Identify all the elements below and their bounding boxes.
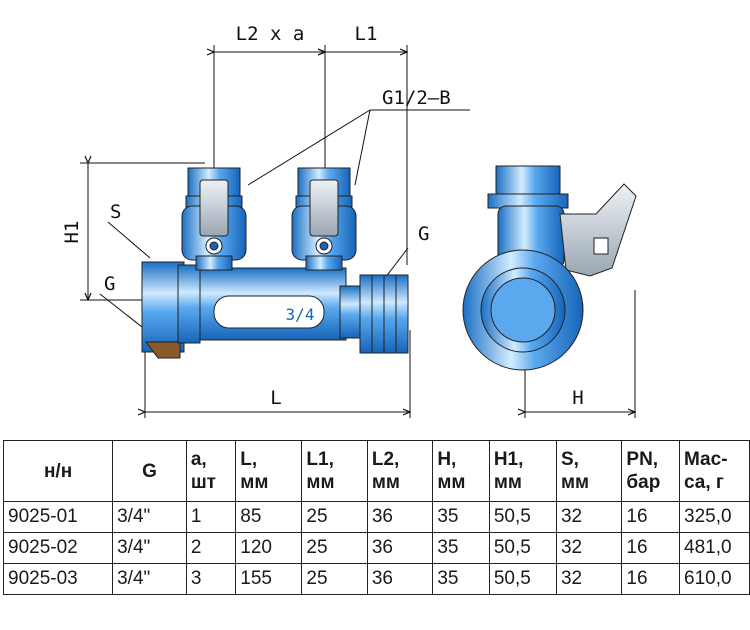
table-cell: 32: [555, 532, 623, 564]
column-header: G: [112, 440, 187, 502]
table-cell: 2: [185, 532, 237, 564]
table-cell: 16: [621, 532, 680, 564]
label-thread: G1/2–B: [382, 87, 451, 109]
label-g-left: G: [104, 273, 115, 295]
label-s: S: [110, 201, 121, 223]
column-header: н/н: [2, 440, 114, 502]
table-cell: 32: [555, 501, 623, 533]
column-header: S,мм: [555, 440, 623, 502]
table-cell: 25: [301, 501, 368, 533]
manifold-side-view: [462, 165, 637, 371]
table-cell: 9025-03: [2, 563, 114, 595]
header-line-1: a,: [190, 449, 207, 470]
table-cell: 155: [235, 563, 303, 595]
table-cell: 35: [432, 563, 490, 595]
header-line-1: L,: [240, 449, 258, 470]
header-line-2: мм: [240, 472, 269, 493]
header-line-1: Мас-: [684, 449, 728, 470]
header-line-1: H,: [437, 449, 457, 470]
table-cell: 50,5: [488, 563, 557, 595]
table-cell: 3/4": [112, 532, 187, 564]
table-cell: 50,5: [488, 532, 557, 564]
technical-drawing: 3/4: [61, 23, 637, 418]
label-h1: H1: [61, 221, 83, 244]
label-g-right: G: [418, 223, 429, 245]
header-line-1: H1,: [493, 449, 524, 470]
table-cell: 9025-01: [2, 501, 114, 533]
table-cell: 3/4": [112, 501, 187, 533]
table-cell: 610,0: [679, 563, 750, 595]
column-header: a,шт: [185, 440, 237, 502]
valve-right: [291, 167, 357, 271]
table-cell: 120: [235, 532, 303, 564]
table-cell: 16: [621, 501, 680, 533]
header-line-1: н/н: [43, 460, 73, 482]
header-line-1: G: [142, 460, 157, 482]
table-cell: 16: [621, 563, 680, 595]
header-line-1: S,: [560, 449, 579, 470]
header-line-2: са, г: [684, 472, 724, 493]
header-line-2: мм: [371, 472, 400, 493]
header-line-2: шт: [190, 472, 216, 493]
table-cell: 35: [432, 501, 490, 533]
valve-left: [181, 167, 247, 271]
table-cell: 481,0: [679, 532, 750, 564]
header-line-2: мм: [306, 472, 335, 493]
table-cell: 3/4": [112, 563, 187, 595]
size-marking: 3/4: [286, 305, 315, 324]
table-cell: 3: [185, 563, 237, 595]
column-header: PN,бар: [621, 440, 680, 502]
label-l1: L1: [355, 23, 378, 45]
label-l: L: [270, 387, 281, 409]
table-cell: 325,0: [679, 501, 750, 533]
column-header: Мас-са, г: [679, 440, 750, 502]
table-cell: 32: [555, 563, 623, 595]
table-cell: 36: [366, 532, 434, 564]
header-line-1: L2,: [371, 449, 400, 470]
table-cell: 1: [185, 501, 237, 533]
label-h: H: [572, 387, 583, 409]
table-cell: 9025-02: [2, 532, 114, 564]
header-line-2: бар: [626, 472, 661, 493]
table-cell: 36: [366, 501, 434, 533]
header-line-1: L1,: [306, 449, 334, 470]
header-line-2: мм: [560, 472, 590, 493]
table-cell: 35: [432, 532, 490, 564]
header-line-2: мм: [493, 472, 522, 493]
column-header: L1,мм: [301, 440, 368, 502]
table-cell: 25: [301, 563, 368, 595]
table-cell: 36: [366, 563, 434, 595]
table-cell: 50,5: [488, 501, 557, 533]
label-l2xa: L2 x a: [236, 23, 305, 45]
table-cell: 85: [235, 501, 303, 533]
header-line-1: PN,: [626, 449, 659, 470]
column-header: H1,мм: [488, 440, 557, 502]
manifold-front-view: 3/4: [141, 167, 409, 359]
table-cell: 25: [301, 532, 368, 564]
column-header: L,мм: [235, 440, 303, 502]
header-line-2: мм: [437, 472, 466, 493]
column-header: L2,мм: [366, 440, 434, 502]
column-header: H,мм: [432, 440, 490, 502]
